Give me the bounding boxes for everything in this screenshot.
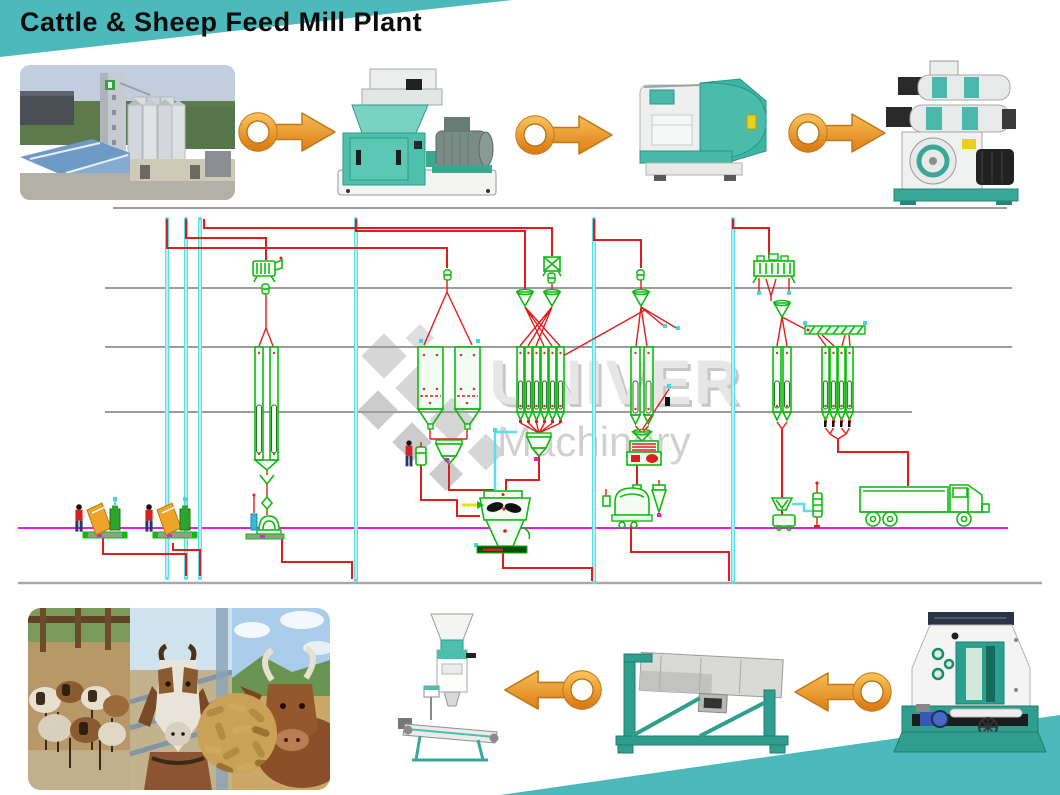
bottom-process-row (28, 608, 1047, 790)
animals-and-pellets-photo (28, 608, 330, 790)
counterflow-cooler (893, 612, 1047, 753)
page-title: Cattle & Sheep Feed Mill Plant (20, 7, 423, 37)
bag-dump-station (145, 497, 197, 538)
screw-conveyor (804, 325, 866, 335)
bulk-truck (859, 484, 990, 527)
conditioner-and-pellet-mill (626, 428, 662, 466)
finished-product-bins (771, 346, 854, 427)
slide-gate (636, 269, 645, 281)
rotary-grading-sieve (615, 651, 789, 754)
bagging-machine (398, 613, 499, 762)
process-flow-schematic (18, 207, 1042, 585)
counterflow-cooler-symbol (602, 484, 653, 529)
top-process-row (20, 60, 1019, 205)
bucket-elevator-legs (165, 217, 735, 584)
intake-feeder (245, 493, 285, 540)
distribution-cone (516, 288, 534, 307)
rotary-distributor (542, 256, 562, 284)
flow-arrow-1 (239, 113, 335, 151)
batching-scale (525, 432, 553, 461)
bagging-off-station (770, 497, 796, 531)
aspiration-pipes (419, 291, 867, 547)
ring-die-pellet-mill (886, 60, 1019, 205)
bucket-elevator (252, 346, 281, 511)
rotary-sifter (752, 253, 796, 284)
distribution-cone (632, 288, 650, 307)
flow-arrow-2 (516, 116, 612, 154)
dosing-bins (516, 346, 565, 424)
distribution-cone (773, 299, 791, 318)
paddle-mixer (462, 490, 531, 554)
manual-add-hopper (415, 442, 427, 466)
cyclone (650, 484, 668, 517)
flow-arrow-4 (505, 671, 601, 709)
horizontal-mixer (639, 78, 767, 181)
operator-figure (405, 440, 413, 467)
red-flow-lines (102, 219, 909, 581)
slide-gate (443, 269, 452, 281)
bag-dump-station (75, 497, 127, 538)
bag-sewing-machine (812, 481, 823, 528)
drum-cleaner (252, 256, 283, 295)
ingredient-bins (416, 346, 482, 430)
flow-arrow-5 (795, 673, 891, 711)
weigh-scale-hopper (434, 439, 464, 466)
flow-arrow-3 (789, 114, 885, 152)
hammer-mill (337, 68, 497, 196)
feed-mill-plant-photo (20, 65, 235, 200)
pelleting-bins (629, 346, 655, 426)
distribution-cone (543, 288, 561, 307)
